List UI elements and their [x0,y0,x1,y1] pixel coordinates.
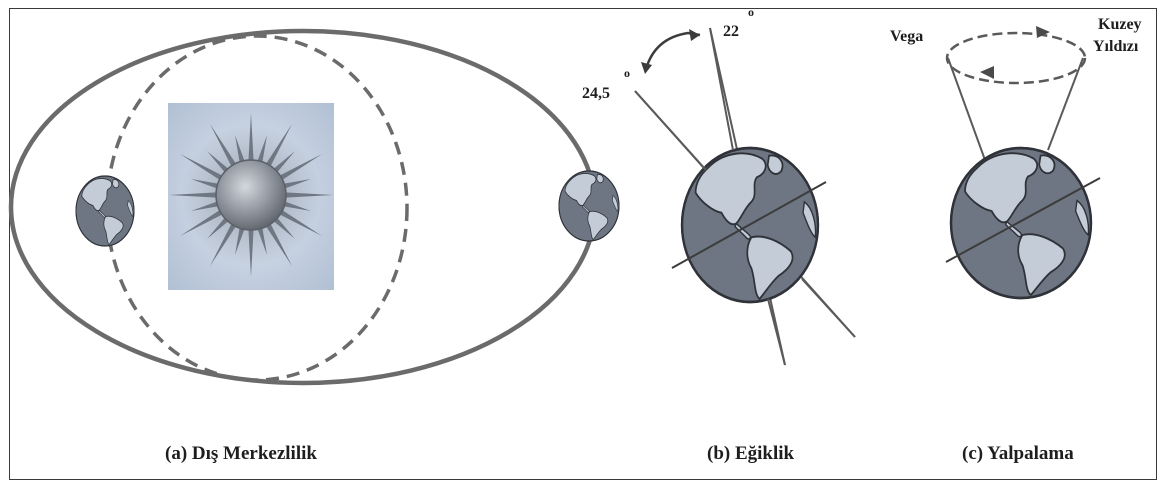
caption-obliquity: (b) Eğiklik [707,443,795,464]
sun-ray [210,124,238,169]
sun-ray [282,192,333,198]
caption-eccentricity: (a) Dış Merkezlilik [165,443,317,464]
sun-ray [277,154,322,182]
angle-label-24-5: 24,5 [582,85,610,102]
sun-ray [271,151,295,175]
star-label-polaris-line1: Kuzey [1098,16,1142,33]
sun-ray [248,226,254,277]
sun-ray [180,154,225,182]
sun-ray [281,179,311,190]
sun-ray [207,151,231,175]
panel-b-obliquity [634,27,856,366]
sun-ray [264,221,292,266]
degree-mark-24-5: o [624,66,630,80]
degree-mark-22: o [748,5,754,19]
earth-icon [949,146,1093,300]
sun-ray [180,208,225,236]
sun-ray [256,225,267,255]
earth-icon [558,170,620,242]
sun-ray [207,215,231,239]
sun-ray [248,113,254,164]
star-label-polaris-line2: Yıldızı [1093,38,1139,55]
angle-label-22: 22 [723,23,739,40]
sun-ray [264,124,292,169]
sun-ray [191,200,221,211]
earth-icon [75,175,135,247]
sun-ray [277,208,322,236]
sun-ray [235,135,246,165]
sun-ray [191,179,221,190]
star-label-vega: Vega [890,28,924,45]
tilt-range-arrow [644,31,701,70]
panel-a-eccentricity [8,28,620,386]
sun-icon [168,103,334,290]
sun-ray [256,135,267,165]
precession-cone-rim [945,31,1087,85]
sun-ray [271,215,295,239]
caption-precession: (c) Yalpalama [962,443,1074,464]
sun-ray [281,200,311,211]
sun-ray [210,221,238,266]
sun-ray [235,225,246,255]
sun-ray [169,192,220,198]
panel-c-precession [945,26,1101,300]
